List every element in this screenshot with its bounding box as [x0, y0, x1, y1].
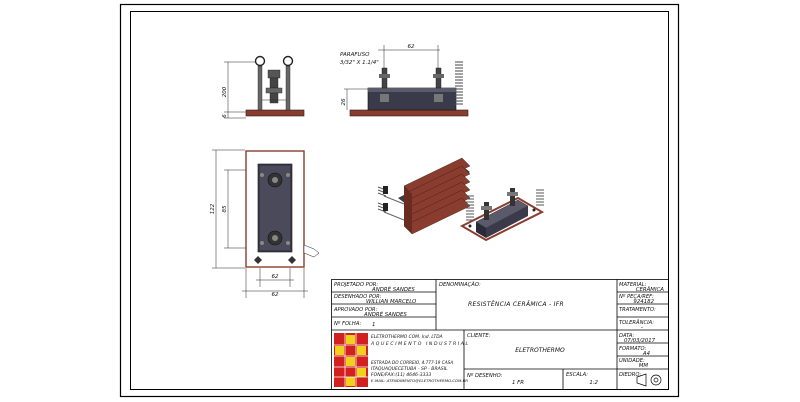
approved-value: ANDRÉ SANDES — [363, 310, 407, 318]
folha-label: Nº FOLHA: — [334, 321, 361, 327]
screw-note-line2: 3/32" X 1.1/4" — [340, 60, 379, 66]
dim-85: 85 — [222, 205, 228, 212]
formato-label: FORMATO: — [619, 346, 647, 352]
approved-label: APROVADO POR: — [333, 307, 378, 313]
front-view: 200 6 — [222, 55, 305, 119]
company-addr1: ESTRADA DO CORREIO, 4.777-19 CASA — [371, 360, 453, 365]
dim-26: 26 — [341, 98, 347, 105]
dim-6: 6 — [222, 114, 228, 118]
ncm-label: Nº PEÇA/REF: — [619, 294, 654, 300]
denominacao-value: RESISTÊNCIA CERÂMICA - IFR — [468, 300, 564, 308]
material-label: MATERIAL: — [619, 282, 647, 288]
dim-122: 122 — [210, 203, 216, 214]
company-logo — [334, 333, 368, 387]
title-block-text: PROJETADO POR: ANDRÉ SANDES DESENHADO PO… — [333, 281, 664, 386]
ncm-value: 924182 — [633, 299, 654, 305]
projected-value: ANDRÉ SANDES — [371, 285, 415, 293]
drawn-label: DESENHADO POR: — [334, 294, 382, 300]
cliente-value: ELETROTHERMO — [515, 347, 565, 354]
data-value: 07/03/2017 — [624, 338, 656, 344]
desenho-label: Nº DESENHO: — [467, 373, 503, 379]
unidade-label: UNIDADE: — [619, 358, 645, 364]
side-view: PARAFUSO 3/32" X 1.1/4" 62 26 — [340, 44, 469, 117]
folha-value: 1 — [372, 322, 375, 328]
isometric-view-body — [459, 188, 545, 242]
projected-label: PROJETADO POR: — [334, 282, 378, 288]
company-addr2: ITAQUAQUECETUBA - SP - BRASIL — [371, 366, 448, 372]
denominacao-label: DENOMINAÇÃO: — [439, 281, 481, 288]
company-email: E-MAIL: ATENDIMENTO@ELETROTHERMO.COM.BR — [371, 378, 468, 383]
outer-border — [119, 3, 680, 398]
projection-symbol-icon — [636, 373, 662, 387]
data-label: DATA: — [619, 333, 635, 339]
tratamento-value: - — [641, 325, 643, 331]
tolerancia-label: TOLERÂNCIA: — [619, 319, 654, 326]
dim-62-top: 62 — [408, 44, 415, 50]
company-tagline: AQUECIMENTO INDUSTRIAL — [370, 341, 470, 347]
cliente-label: CLIENTE: — [467, 333, 491, 339]
isometric-view-finned — [377, 157, 471, 235]
company-phone: FONE/FAX:(11) 4646-3333 — [371, 372, 431, 378]
dim-200: 200 — [222, 86, 228, 97]
material-value: CERÂMICA — [636, 286, 665, 293]
screw-note-line1: PARAFUSO — [340, 52, 370, 58]
drawn-value: WILLIAN MARCELO — [366, 299, 417, 305]
tratamento-label: TRATAMENTO: — [619, 307, 656, 313]
escala-label: ESCALA: — [566, 372, 588, 378]
escala-value: 1:2 — [589, 380, 598, 386]
desenho-value: 1 FR — [512, 380, 524, 386]
diedro-label: DIEDRO: — [619, 372, 642, 378]
formato-value: A4 — [642, 351, 651, 357]
title-block — [331, 279, 669, 390]
unidade-value: MM — [639, 363, 649, 369]
company-name: ELETROTHERMO COM. Ind. LTDA — [371, 334, 443, 340]
dim-62-plan-b: 62 — [272, 292, 279, 298]
dim-62-plan-a: 62 — [272, 274, 279, 280]
plan-view: 122 85 62 62 — [210, 149, 320, 298]
